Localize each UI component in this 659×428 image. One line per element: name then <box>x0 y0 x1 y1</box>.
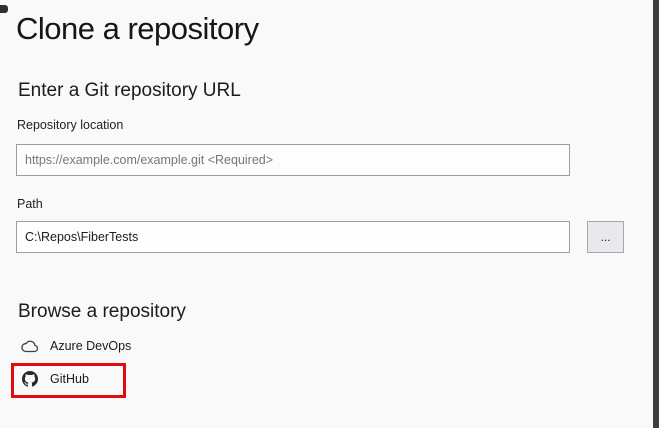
provider-item-azure-devops[interactable]: Azure DevOps <box>20 339 131 353</box>
repository-url-input[interactable] <box>16 144 570 176</box>
provider-label: GitHub <box>50 372 89 386</box>
repository-location-label: Repository location <box>17 118 124 132</box>
window-corner-fragment <box>0 5 8 13</box>
provider-item-github[interactable]: GitHub <box>20 371 89 387</box>
github-icon <box>20 371 40 387</box>
provider-label: Azure DevOps <box>50 339 132 353</box>
browse-repository-section-heading: Browse a repository <box>18 301 186 322</box>
git-url-section-heading: Enter a Git repository URL <box>18 80 241 101</box>
azure-devops-cloud-icon <box>20 340 40 353</box>
page-title: Clone a repository <box>16 11 259 46</box>
window-edge-strip <box>653 0 659 428</box>
browse-path-button[interactable]: ... <box>587 221 624 253</box>
path-label: Path <box>17 197 43 211</box>
path-input[interactable] <box>16 221 570 253</box>
